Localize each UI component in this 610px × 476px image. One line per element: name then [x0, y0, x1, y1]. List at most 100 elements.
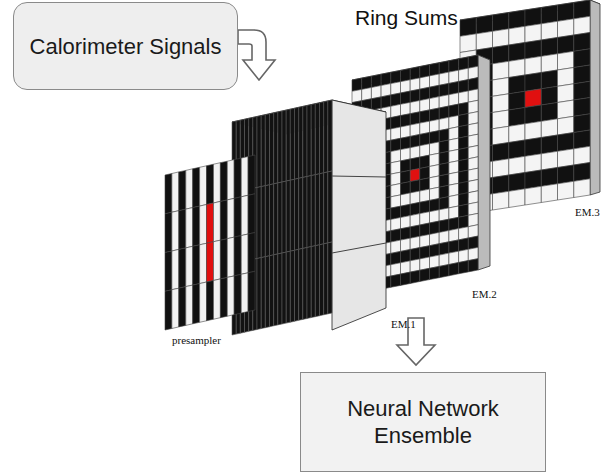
cell	[460, 18, 476, 37]
cell	[401, 136, 411, 149]
cell	[430, 266, 440, 279]
cell	[265, 185, 269, 257]
cell	[558, 35, 574, 54]
cell	[295, 178, 299, 250]
cell	[320, 102, 324, 174]
cell	[248, 233, 255, 273]
cell	[459, 80, 469, 93]
cell	[227, 198, 234, 238]
cell	[214, 163, 221, 203]
cell	[493, 159, 509, 178]
cell	[574, 16, 590, 35]
cell	[391, 184, 401, 197]
cell	[420, 133, 430, 146]
cell	[449, 240, 459, 253]
cell	[430, 176, 440, 189]
cell	[420, 167, 430, 180]
cell	[493, 13, 509, 32]
cell	[324, 172, 328, 244]
cell	[207, 281, 214, 321]
cell	[410, 214, 420, 227]
cell	[274, 183, 278, 255]
cell	[179, 287, 186, 327]
cell	[248, 194, 255, 234]
cell	[186, 285, 193, 325]
cell	[574, 146, 590, 165]
cell	[493, 78, 509, 97]
layer-label: presampler	[172, 334, 221, 346]
cell	[420, 223, 430, 236]
cell	[525, 138, 541, 157]
cell	[439, 253, 449, 266]
cell	[401, 272, 411, 285]
cell	[371, 97, 381, 110]
cell	[430, 165, 440, 178]
cell	[410, 248, 420, 261]
cell	[493, 61, 509, 80]
cell	[493, 143, 509, 162]
cell	[286, 109, 290, 181]
cell	[459, 114, 469, 127]
cell	[468, 247, 478, 260]
cell	[420, 155, 430, 168]
cell	[541, 54, 557, 73]
cell	[391, 195, 401, 208]
cell	[439, 265, 449, 278]
cell	[410, 236, 420, 249]
cell	[295, 249, 299, 321]
cell	[468, 191, 478, 204]
cell	[165, 251, 172, 291]
cell	[449, 263, 459, 276]
cell	[234, 274, 241, 314]
layer-label: EM.1	[391, 318, 416, 330]
cell	[410, 180, 420, 193]
cell	[468, 134, 478, 147]
cell	[574, 81, 590, 100]
cell	[290, 108, 294, 180]
cell	[200, 166, 207, 206]
cell	[430, 119, 440, 132]
cell	[214, 201, 221, 241]
cell	[248, 155, 255, 195]
cell	[509, 91, 525, 110]
cell	[234, 158, 241, 198]
cell	[468, 100, 478, 113]
cell	[179, 248, 186, 288]
cell	[391, 82, 401, 95]
cell	[525, 24, 541, 43]
cell	[362, 76, 372, 89]
cell	[439, 83, 449, 96]
cell	[439, 197, 449, 210]
cell	[410, 78, 420, 91]
cell	[468, 157, 478, 170]
cell	[439, 208, 449, 221]
cell	[290, 179, 294, 251]
cell	[410, 101, 420, 114]
cell	[315, 174, 319, 246]
layer-edge	[590, 0, 600, 195]
em1-front	[232, 100, 332, 335]
cell	[468, 89, 478, 102]
cell	[525, 154, 541, 173]
block-division	[332, 243, 386, 253]
cell	[525, 186, 541, 205]
cell	[241, 157, 248, 197]
cell	[352, 89, 362, 102]
cell	[391, 206, 401, 219]
cell	[165, 212, 172, 252]
cell	[200, 282, 207, 322]
node-text: Neural Network Ensemble	[315, 395, 531, 449]
cell	[430, 199, 440, 212]
cell	[459, 227, 469, 240]
cell	[460, 34, 476, 53]
cell	[391, 229, 401, 242]
cell	[439, 117, 449, 130]
cell	[391, 150, 401, 163]
layer-edge	[478, 55, 490, 270]
cell	[207, 242, 214, 282]
cell	[493, 126, 509, 145]
cell	[165, 290, 172, 330]
cell	[278, 111, 282, 183]
cell	[320, 173, 324, 245]
cell	[541, 70, 557, 89]
